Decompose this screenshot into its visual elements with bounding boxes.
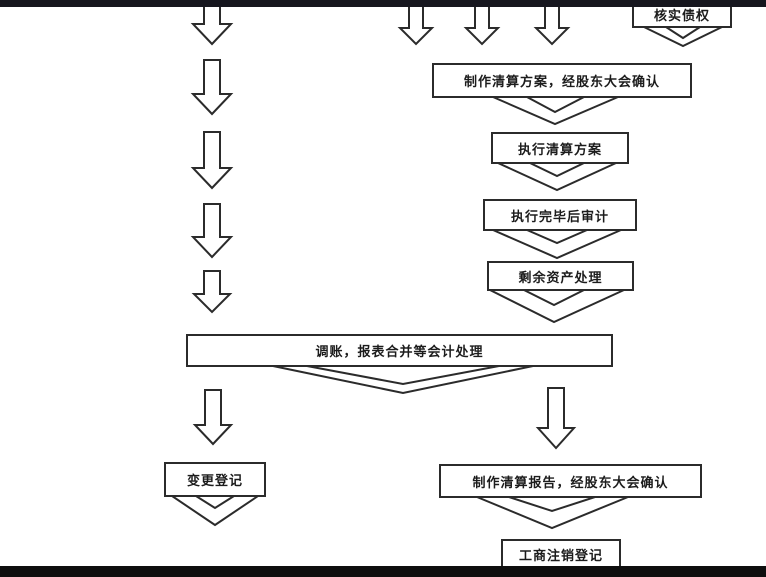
node-make-liquidation-plan: 制作清算方案，经股东大会确认 [432,63,692,98]
arrow-down-icon [190,131,234,190]
node-execute-liquidation-plan: 执行清算方案 [491,132,629,164]
chevron-down-arrow-icon [643,26,723,48]
chevron-down-arrow-icon [497,162,617,192]
chevron-down-arrow-icon [492,229,622,260]
arrow-down-icon [190,203,234,259]
arrow-down-icon [397,3,435,46]
node-accounting-treatment: 调账，报表合并等会计处理 [186,334,613,367]
top-edge-bar [0,0,766,7]
arrow-down-icon [190,3,234,46]
chevron-down-arrow-icon [492,96,619,126]
node-residual-asset-disposal: 剩余资产处理 [487,261,634,291]
bottom-edge-bar [0,566,766,577]
chevron-down-arrow-icon [489,289,625,324]
node-liquidation-report: 制作清算报告，经股东大会确认 [439,464,702,498]
chevron-down-arrow-icon [272,365,534,395]
arrow-down-icon [190,59,234,116]
arrow-down-icon [191,270,233,314]
arrow-down-icon [463,3,501,46]
arrow-down-icon [533,3,571,46]
node-change-registration: 变更登记 [164,462,266,497]
arrow-down-icon [192,389,234,446]
node-business-deregistration: 工商注销登记 [501,539,621,569]
node-post-execution-audit: 执行完毕后审计 [483,199,637,231]
chevron-down-arrow-icon [168,495,262,527]
chevron-down-arrow-icon [476,496,629,530]
arrow-down-icon [535,387,577,450]
